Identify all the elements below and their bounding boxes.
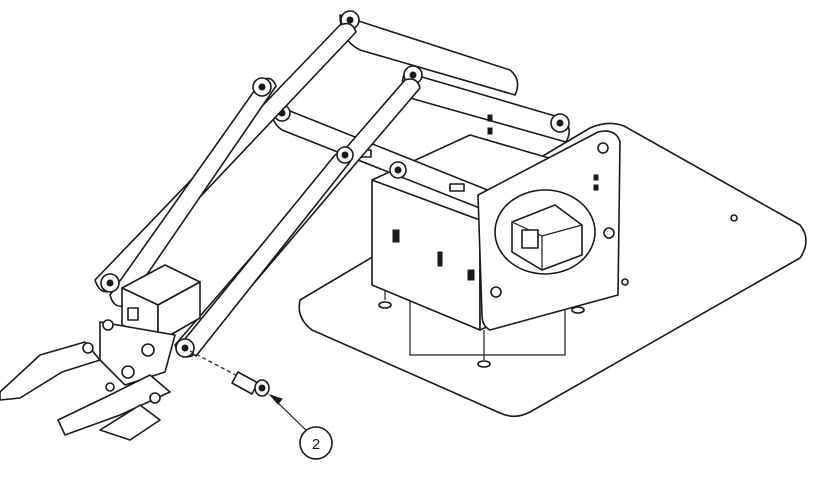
side-plate-servo [477, 130, 621, 331]
callout-number: 2 [312, 436, 320, 453]
callout-2: 2 [268, 393, 333, 460]
exploded-screw [189, 350, 270, 397]
arm-links [94, 22, 421, 358]
gripper-claws [0, 319, 176, 441]
callout-bubble [299, 426, 333, 460]
